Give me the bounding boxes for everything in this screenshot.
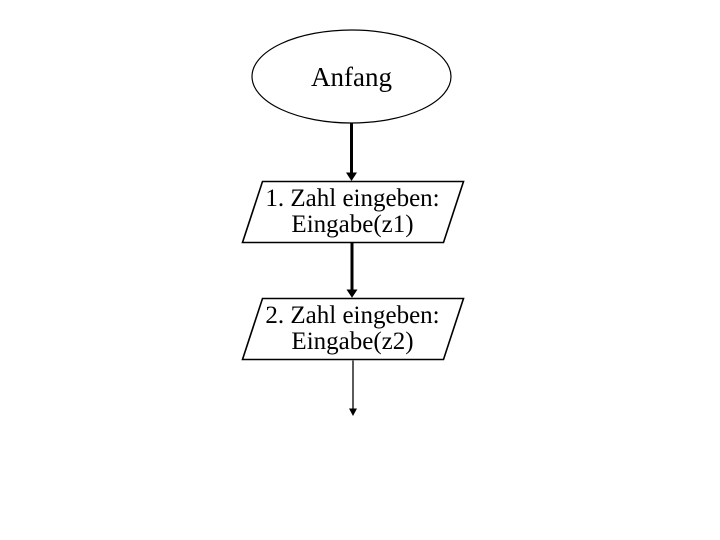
connector-1-arrowhead-icon <box>346 172 357 181</box>
connector-2-arrowhead-icon <box>346 289 358 298</box>
start-ellipse-shape <box>251 29 452 124</box>
input2-parallelogram-shape <box>241 297 465 361</box>
connector-3-arrowhead-icon <box>349 408 357 416</box>
input1-parallelogram-shape <box>241 180 465 244</box>
